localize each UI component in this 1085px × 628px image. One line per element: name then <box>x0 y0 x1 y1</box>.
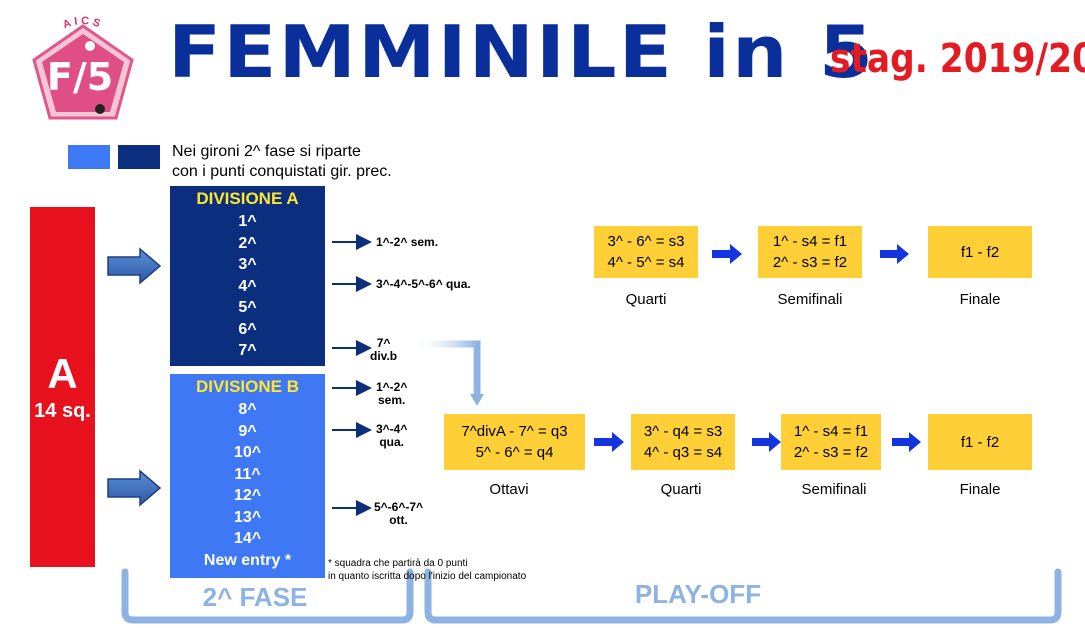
playoff-b-quarti-line2: 4^ - q3 = s4 <box>643 444 723 461</box>
bracket-fase2-label: 2^ FASE <box>202 582 308 612</box>
season-label: stag. 2019/20 <box>830 36 1085 82</box>
playoff-b-ottavi-box: 7^divA - 7^ = q3 5^ - 6^ = q4 <box>444 414 585 470</box>
bracket-fase2 <box>121 568 414 624</box>
division-a: DIVISIONE A 1^ 2^ 3^ 4^ 5^ 6^ 7^ <box>170 186 325 366</box>
playoff-b-quarti-line1: 3^ - q4 = s3 <box>643 423 723 440</box>
playoff-b-quarti-box: 3^ - q4 = s3 4^ - q3 = s4 <box>631 414 735 470</box>
playoff-b-quarti-label: Quarti <box>660 481 702 498</box>
legend-text-line1: Nei gironi 2^ fase si riparte <box>172 143 361 160</box>
note-b-semi-line2: sem. <box>378 393 406 407</box>
division-a-position: 2^ <box>238 234 257 252</box>
division-b-position: New entry * <box>203 551 292 569</box>
note-b-ott: 5^-6^-7^ ott. <box>374 501 423 527</box>
footnote-line1: * squadra che partirà da 0 punti <box>328 558 468 569</box>
league-letter: A <box>47 350 78 397</box>
logo-arc-text: AICS <box>61 15 105 31</box>
note-b-qua-line2: qua. <box>379 435 405 449</box>
bracket-playoff <box>424 568 1062 624</box>
division-b-position: 10^ <box>233 444 262 461</box>
arrow-b-quarti-semi <box>752 432 781 452</box>
division-b-position: 12^ <box>233 487 262 504</box>
playoff-b-ottavi-line2: 5^ - 6^ = q4 <box>475 444 554 461</box>
playoff-b-ottavi-line1: 7^divA - 7^ = q3 <box>461 423 568 440</box>
playoff-a-finale-label: Finale <box>959 291 1001 308</box>
playoff-b-ottavi-label: Ottavi <box>489 481 529 498</box>
league-block <box>30 207 95 567</box>
note-b-qua-line1: 3^-4^ <box>376 422 408 436</box>
aics-logo: AICS F/5 <box>32 15 134 120</box>
division-b-position: 11^ <box>234 465 261 483</box>
note-b-qua: 3^-4^ qua. <box>376 423 407 449</box>
playoff-a-semi-line2: 2^ - s3 = f2 <box>772 254 848 271</box>
block-arrow-to-div-b <box>107 469 162 507</box>
legend-text: Nei gironi 2^ fase si riparte con i punt… <box>172 142 392 182</box>
playoff-b-semi-box: 1^ - s4 = f1 2^ - s3 = f2 <box>781 414 881 470</box>
playoff-a-semi-label: Semifinali <box>777 291 843 308</box>
note-b-ott-line2: ott. <box>389 513 408 527</box>
page-title: FEMMINILE in 5 <box>168 10 876 94</box>
division-a-position: 6^ <box>238 320 257 338</box>
note-b-semi-line1: 1^-2^ <box>376 380 408 394</box>
playoff-b-semi-label: Semifinali <box>801 481 867 498</box>
note-a-down-line1: 7^ <box>376 336 391 350</box>
playoff-b-semi-line1: 1^ - s4 = f1 <box>793 423 869 440</box>
playoff-b-finale-label: Finale <box>959 481 1001 498</box>
legend-swatch-div-b <box>68 145 110 169</box>
division-a-position: 7^ <box>238 342 257 359</box>
playoff-b-finale-box: f1 - f2 <box>928 414 1032 470</box>
division-a-position: 3^ <box>238 256 257 273</box>
footnote-line2: in quanto iscritta dopo l'inizio del cam… <box>328 571 527 582</box>
footnote: * squadra che partirà da 0 punti in quan… <box>328 557 526 583</box>
block-arrow-to-div-a <box>107 247 162 285</box>
playoff-a-quarti-line1: 3^ - 6^ = s3 <box>607 233 685 250</box>
division-b-position: 9^ <box>238 422 257 440</box>
division-b-position: 8^ <box>238 401 257 418</box>
division-a-position: 1^ <box>238 213 257 230</box>
relegation-connector <box>412 340 481 396</box>
arrow-b-semi-finale <box>892 432 921 452</box>
league-teams: 14 sq. <box>34 400 91 422</box>
division-a-position: 4^ <box>238 277 257 295</box>
playoff-a-semi-line1: 1^ - s4 = f1 <box>772 233 848 250</box>
legend-text-line2: con i punti conquistati gir. prec. <box>172 163 392 180</box>
note-a-quarti: 3^-4^-5^-6^ qua. <box>376 277 471 291</box>
playoff-a-quarti-line2: 4^ - 5^ = s4 <box>607 254 685 271</box>
logo-letters: F/5 <box>47 55 113 99</box>
division-a-position: 5^ <box>238 299 257 316</box>
note-a-down-line2: div.b <box>370 349 398 363</box>
playoff-b-semi-line2: 2^ - s3 = f2 <box>793 444 869 461</box>
division-b-position: 14^ <box>233 530 262 547</box>
playoff-a-quarti-label: Quarti <box>625 291 667 308</box>
division-b-position: 13^ <box>233 508 262 526</box>
division-b-title: DIVISIONE B <box>196 377 299 396</box>
bracket-playoff-label: PLAY-OFF <box>634 579 762 609</box>
note-a-semi: 1^-2^ sem. <box>376 235 439 249</box>
note-b-ott-line1: 5^-6^-7^ <box>374 500 424 514</box>
division-b: DIVISIONE B 8^ 9^ 10^ 11^ 12^ 13^ 14^ Ne… <box>170 374 325 578</box>
arrow-b-ottavi-quarti <box>594 432 624 452</box>
playoff-a-semi-box: 1^ - s4 = f1 2^ - s3 = f2 <box>758 226 862 278</box>
division-a-title: DIVISIONE A <box>196 189 299 208</box>
playoff-a-quarti-box: 3^ - 6^ = s3 4^ - 5^ = s4 <box>594 226 698 278</box>
note-b-semi: 1^-2^ sem. <box>376 381 407 407</box>
note-a-down: 7^ div.b <box>370 337 397 363</box>
legend-swatch-div-a <box>118 145 160 169</box>
playoff-a-finale-box: f1 - f2 <box>928 226 1032 278</box>
arrow-a-semi-finale <box>880 244 909 264</box>
arrow-a-quarti-semi <box>712 244 742 264</box>
playoff-b-finale-line1: f1 - f2 <box>960 433 1000 451</box>
playoff-a-finale-line1: f1 - f2 <box>960 243 1000 261</box>
